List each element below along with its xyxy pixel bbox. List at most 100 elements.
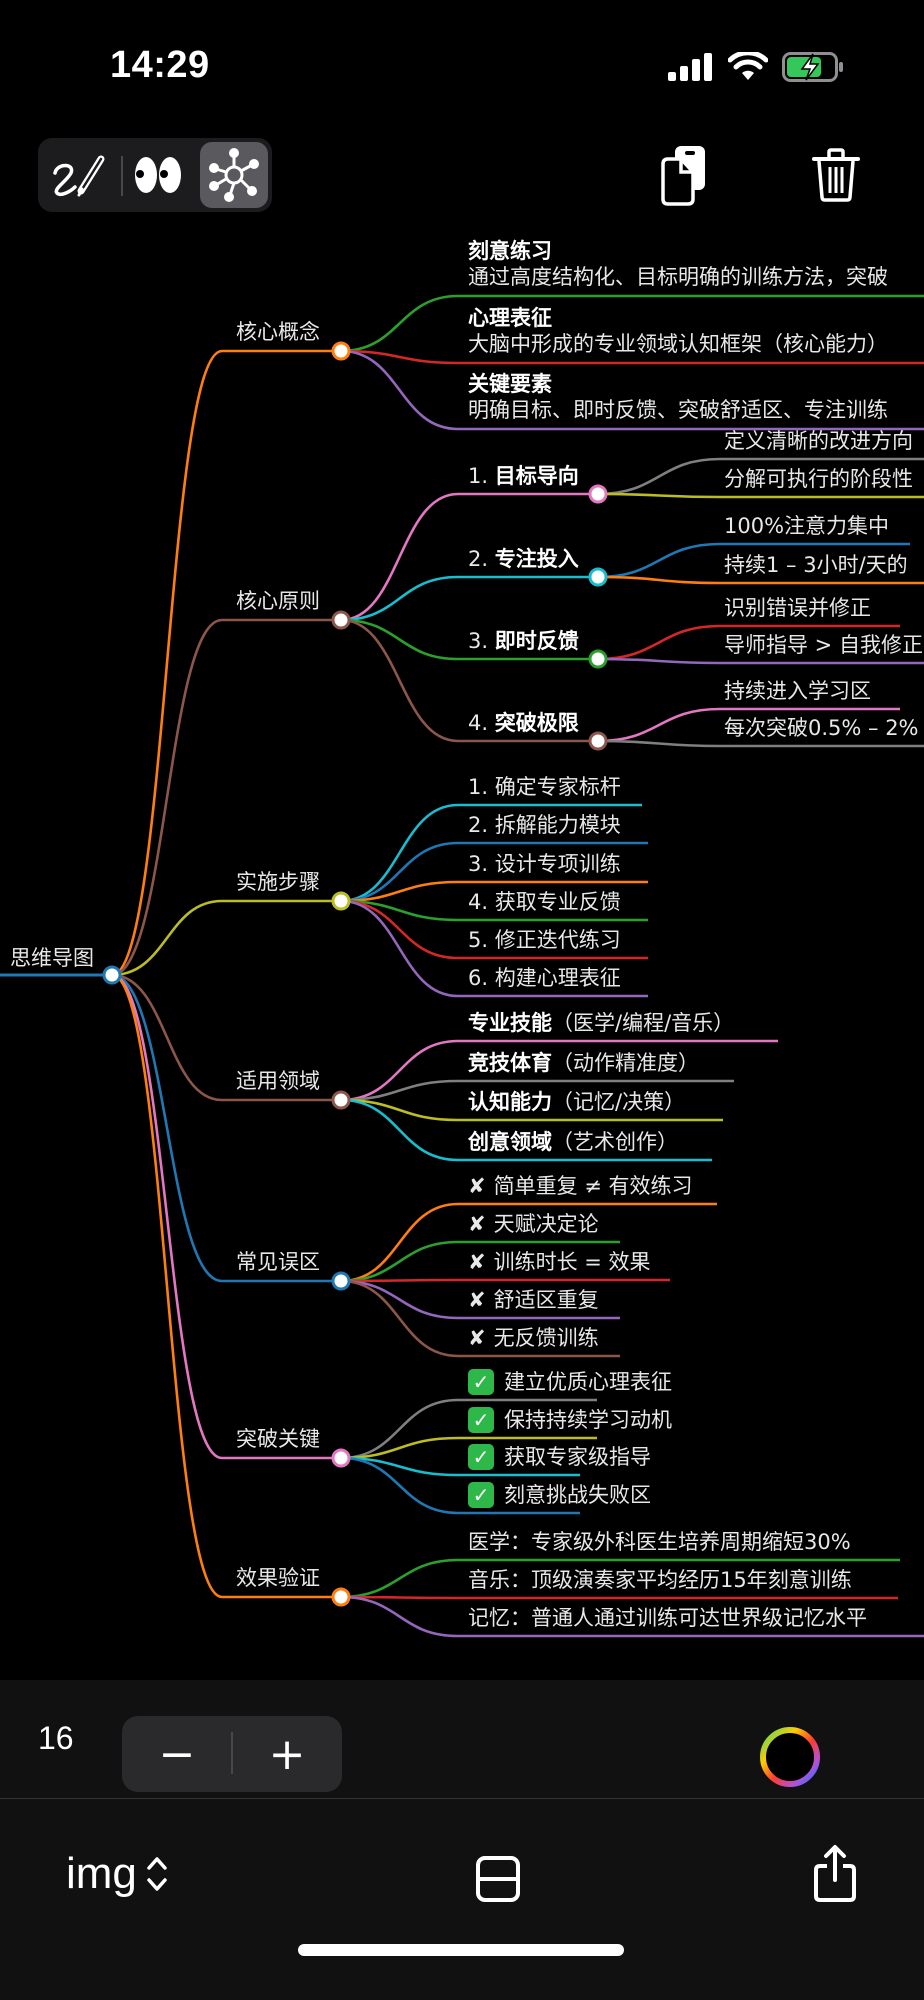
branch-node[interactable]: 核心原则: [236, 588, 320, 614]
branch-node[interactable]: 核心概念: [236, 319, 320, 345]
cross-mark-icon: ✘: [468, 1288, 486, 1312]
leaf-node[interactable]: 持续进入学习区: [724, 678, 871, 704]
leaf-connector: [340, 1079, 734, 1102]
branch-node-circle[interactable]: [331, 1448, 351, 1468]
branch-connector: [111, 973, 341, 1460]
leaf-node[interactable]: ✓保持持续学习动机: [468, 1407, 672, 1433]
leaf-node[interactable]: 刻意练习通过高度结构化、目标明确的训练方法，突破: [468, 238, 888, 290]
subbranch-node[interactable]: 1. 目标导向: [468, 463, 579, 489]
leaf-node[interactable]: 认知能力（记忆/决策）: [468, 1089, 685, 1115]
leaf-node[interactable]: 4. 获取专业反馈: [468, 889, 621, 915]
leaf-node[interactable]: ✘无反馈训练: [468, 1325, 599, 1351]
node-text: 识别错误并修正: [724, 596, 871, 620]
node-text: 训练时长 = 效果: [493, 1250, 651, 1274]
leaf-node[interactable]: 创意领域（艺术创作）: [468, 1129, 678, 1155]
leaf-node[interactable]: 持续1 – 3小时/天的: [724, 552, 908, 578]
leaf-node[interactable]: 竞技体育（动作精准度）: [468, 1050, 699, 1076]
leaf-node[interactable]: ✘舒适区重复: [468, 1287, 599, 1313]
delete-button[interactable]: [806, 142, 866, 208]
format-selector[interactable]: img: [66, 1849, 169, 1899]
leaf-node[interactable]: ✘简单重复 ≠ 有效练习: [468, 1173, 693, 1199]
leaf-node[interactable]: 分解可执行的阶段性: [724, 466, 913, 492]
node-label: 核心原则: [236, 589, 320, 613]
subbranch-node[interactable]: 3. 即时反馈: [468, 628, 579, 654]
leaf-node[interactable]: 100%注意力集中: [724, 513, 889, 539]
branch-node[interactable]: 适用领域: [236, 1068, 320, 1094]
branch-node-circle[interactable]: [331, 1271, 351, 1291]
layout-split-icon: [476, 1856, 520, 1902]
branch-node-circle[interactable]: [331, 1587, 351, 1607]
view-mode-button[interactable]: [126, 142, 190, 208]
node-text: 刻意挑战失败区: [504, 1483, 651, 1507]
leaf-node[interactable]: 医学：专家级外科医生培养周期缩短30%: [468, 1529, 851, 1555]
leaf-node[interactable]: 记忆：普通人通过训练可达世界级记忆水平: [468, 1605, 867, 1631]
branch-node[interactable]: 实施步骤: [236, 869, 320, 895]
branch-node[interactable]: 效果验证: [236, 1565, 320, 1591]
leaf-connector: [340, 841, 648, 903]
leaf-connector: [340, 1398, 597, 1460]
leaf-connector: [597, 739, 924, 748]
leaf-connector: [340, 1240, 620, 1283]
node-number: 3.: [468, 629, 495, 653]
share-button[interactable]: [805, 1839, 865, 1909]
bottom-action-bar: img: [0, 1799, 924, 2000]
home-indicator: [298, 1944, 624, 1956]
copy-button[interactable]: [655, 142, 715, 208]
node-title: 竞技体育: [468, 1051, 552, 1075]
branch-node-circle[interactable]: [331, 610, 351, 630]
subbranch-node-circle[interactable]: [588, 731, 608, 751]
branch-node[interactable]: 突破关键: [236, 1426, 320, 1452]
leaf-node[interactable]: 3. 设计专项训练: [468, 851, 621, 877]
leaf-connector: [597, 624, 900, 661]
leaf-node[interactable]: ✘天赋决定论: [468, 1211, 599, 1237]
leaf-node[interactable]: ✓获取专家级指导: [468, 1444, 651, 1470]
copy-document-icon: [661, 146, 705, 206]
node-text: 5. 修正迭代练习: [468, 928, 621, 952]
subbranch-node-circle[interactable]: [588, 484, 608, 504]
increase-font-button[interactable]: +: [268, 1728, 306, 1780]
subbranch-connector: [340, 618, 598, 743]
cross-mark-icon: ✘: [468, 1212, 486, 1236]
layout-button[interactable]: [470, 1849, 526, 1909]
leaf-node[interactable]: 识别错误并修正: [724, 595, 871, 621]
mindmap-mode-button[interactable]: [200, 142, 268, 208]
node-number: 2.: [468, 547, 495, 571]
leaf-node[interactable]: 定义清晰的改进方向: [724, 428, 913, 454]
node-title: 专注投入: [494, 547, 579, 571]
leaf-node[interactable]: 2. 拆解能力模块: [468, 812, 621, 838]
branch-node-circle[interactable]: [331, 891, 351, 911]
leaf-node[interactable]: 每次突破0.5% – 2%: [724, 715, 919, 741]
leaf-connector: [340, 1456, 580, 1477]
root-node-circle[interactable]: [102, 965, 122, 985]
check-mark-icon: ✓: [468, 1369, 494, 1395]
leaf-node[interactable]: 专业技能（医学/编程/音乐）: [468, 1010, 734, 1036]
subbranch-node-circle[interactable]: [588, 567, 608, 587]
subbranch-connector: [340, 492, 598, 622]
node-label: 效果验证: [236, 1566, 320, 1590]
leaf-node[interactable]: ✓建立优质心理表征: [468, 1369, 672, 1395]
leaf-node[interactable]: 心理表征大脑中形成的专业领域认知框架（核心能力）: [468, 305, 888, 357]
decrease-font-button[interactable]: −: [158, 1728, 196, 1780]
leaf-node[interactable]: 5. 修正迭代练习: [468, 927, 621, 953]
leaf-node[interactable]: ✘训练时长 = 效果: [468, 1249, 651, 1275]
branch-node-circle[interactable]: [331, 1090, 351, 1110]
subbranch-node[interactable]: 4. 突破极限: [468, 710, 579, 736]
color-picker-button[interactable]: [758, 1725, 822, 1789]
draw-mode-button[interactable]: [42, 142, 118, 208]
leaf-node[interactable]: 6. 构建心理表征: [468, 965, 621, 991]
trash-icon: [812, 148, 860, 202]
branch-connector: [111, 618, 341, 977]
subbranch-connector: [340, 618, 598, 661]
branch-node[interactable]: 常见误区: [236, 1249, 320, 1275]
leaf-node[interactable]: 导师指导 > 自我修正: [724, 632, 923, 658]
branch-node-circle[interactable]: [331, 341, 351, 361]
leaf-node[interactable]: 1. 确定专家标杆: [468, 774, 621, 800]
subbranch-node-circle[interactable]: [588, 649, 608, 669]
subbranch-node[interactable]: 2. 专注投入: [468, 546, 579, 572]
leaf-node[interactable]: ✓刻意挑战失败区: [468, 1482, 651, 1508]
leaf-node[interactable]: 关键要素明确目标、即时反馈、突破舒适区、专注训练: [468, 371, 888, 423]
mindmap-canvas[interactable]: 思维导图 核心概念 刻意练习通过高度结构化、目标明确的训练方法，突破心理表征大脑中形…: [0, 0, 924, 1680]
leaf-connector: [340, 1039, 778, 1102]
leaf-node[interactable]: 音乐：顶级演奏家平均经历15年刻意训练: [468, 1567, 852, 1593]
root-node[interactable]: 思维导图: [10, 945, 94, 971]
